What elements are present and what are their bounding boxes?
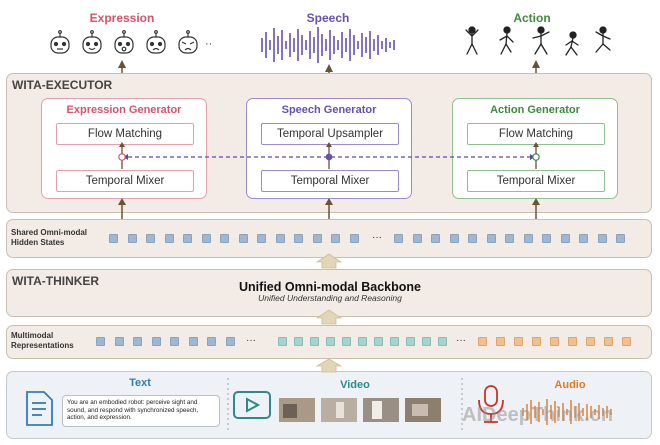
token-square (478, 337, 487, 346)
representations-label-line2: Representations (11, 341, 74, 350)
token-square (278, 337, 287, 346)
token-square (523, 234, 533, 243)
expression-generator: Expression Generator Flow Matching Tempo… (41, 98, 207, 199)
representations-label-line1: Multimodal (11, 331, 54, 340)
token-square (133, 337, 142, 346)
token-square (406, 337, 415, 346)
token-square (438, 337, 447, 346)
hidden-states-label-line1: Shared Omni-modal (11, 228, 88, 237)
token-square (597, 234, 607, 243)
watermark: AIDeepThink.cn (462, 404, 614, 426)
token-square (312, 234, 322, 243)
token-square (114, 337, 124, 346)
token-square (514, 337, 523, 346)
representations-ellipsis-1: ··· (246, 335, 256, 346)
token-square (294, 234, 303, 243)
action-generator-title: Action Generator (490, 104, 580, 116)
token-square (146, 234, 155, 243)
token-square (486, 234, 496, 243)
token-square (294, 337, 303, 346)
token-square (394, 234, 403, 243)
token-square (505, 234, 514, 243)
thinker-panel (6, 269, 652, 317)
thinker-title: WITA-THINKER (12, 274, 100, 288)
expression-generator-title: Expression Generator (66, 104, 182, 116)
token-square (310, 337, 319, 346)
audio-input-label: Audio (554, 379, 586, 391)
executor-title: WITA-EXECUTOR (12, 78, 113, 92)
token-square (550, 337, 559, 346)
representations-ellipsis-2: ··· (456, 335, 466, 346)
token-square (342, 337, 351, 346)
action-temporal-mixer: Temporal Mixer (467, 170, 605, 192)
expression-temporal-mixer: Temporal Mixer (56, 170, 194, 192)
token-square (151, 337, 161, 346)
speech-waveform-icon (261, 27, 395, 63)
token-square (604, 337, 613, 346)
token-square (109, 234, 118, 243)
hidden-states-label: Shared Omni-modal Hidden States (11, 228, 87, 248)
output-ellipsis: ·· (205, 38, 213, 50)
token-square (207, 337, 216, 346)
token-square (225, 337, 235, 346)
hidden-states-label-line2: Hidden States (11, 238, 65, 247)
token-square (579, 234, 588, 243)
token-square (496, 337, 505, 346)
token-square (412, 234, 422, 243)
token-square (568, 337, 577, 346)
token-square (238, 234, 248, 243)
speech-temporal-upsampler: Temporal Upsampler (261, 123, 399, 145)
token-square (188, 337, 198, 346)
backbone-subtitle: Unified Understanding and Reasoning (258, 293, 402, 303)
token-square (127, 234, 137, 243)
backbone-title: Unified Omni-modal Backbone (239, 280, 421, 294)
robot-face-icons (50, 30, 198, 54)
token-square (374, 337, 383, 346)
token-square (164, 234, 174, 243)
token-square (390, 337, 399, 346)
speech-output-label: Speech (306, 11, 350, 25)
video-input-label: Video (340, 379, 370, 391)
hidden-states-band (6, 219, 652, 258)
stick-figure-icons (465, 26, 611, 56)
action-flow-matching: Flow Matching (467, 123, 605, 145)
hidden-states-ellipsis: ··· (372, 232, 382, 243)
token-square (201, 234, 211, 243)
token-square (349, 234, 359, 243)
action-output-label: Action (513, 11, 551, 25)
token-square (542, 234, 551, 243)
speech-generator: Speech Generator Temporal Upsampler Temp… (246, 98, 412, 199)
representations-label: Multimodal Representations (11, 331, 74, 351)
token-square (331, 234, 340, 243)
expression-flow-matching: Flow Matching (56, 123, 194, 145)
token-square (422, 337, 431, 346)
speech-temporal-mixer: Temporal Mixer (261, 170, 399, 192)
token-square (257, 234, 266, 243)
token-square (560, 234, 570, 243)
action-generator: Action Generator Flow Matching Temporal … (452, 98, 618, 199)
token-square (170, 337, 179, 346)
token-square (326, 337, 335, 346)
speech-generator-title: Speech Generator (281, 104, 377, 116)
token-square (431, 234, 440, 243)
token-square (96, 337, 105, 346)
token-square (183, 234, 192, 243)
token-square (358, 337, 367, 346)
token-square (586, 337, 595, 346)
text-prompt: You are an embodied robot: perceive sigh… (62, 395, 220, 427)
text-input-label: Text (129, 377, 151, 389)
expression-output-label: Expression (89, 11, 155, 25)
token-square (616, 234, 625, 243)
token-square (532, 337, 541, 346)
token-square (468, 234, 477, 243)
token-square (220, 234, 229, 243)
token-square (275, 234, 285, 243)
token-square (449, 234, 459, 243)
token-square (622, 337, 631, 346)
